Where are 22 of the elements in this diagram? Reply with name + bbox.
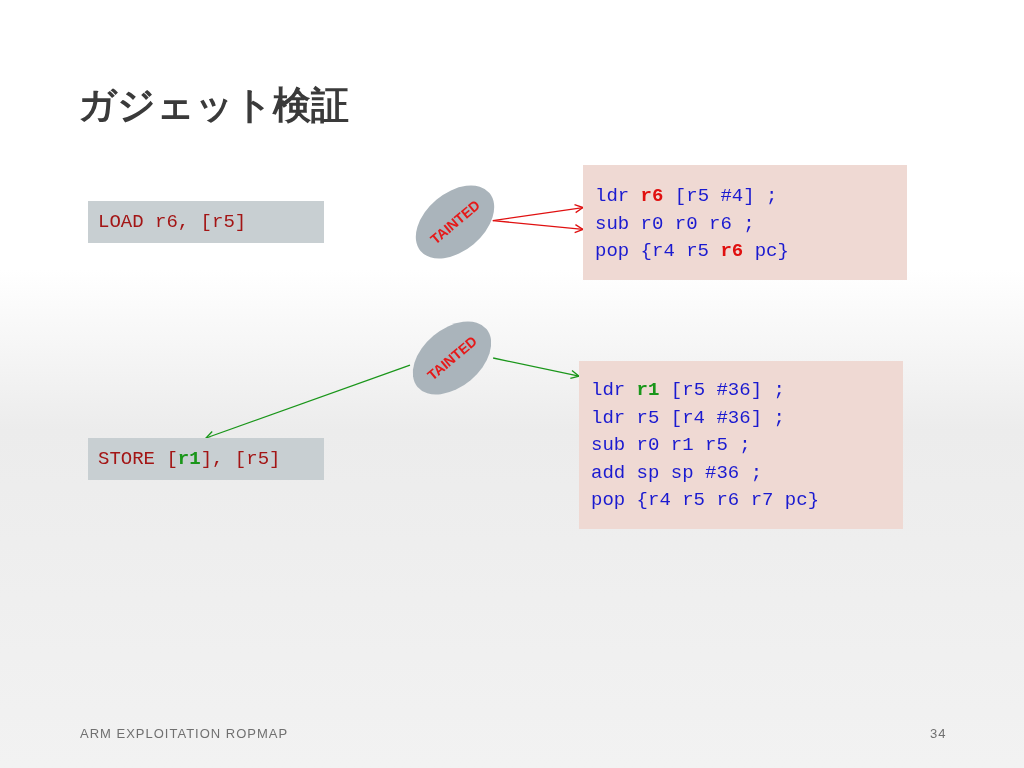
instruction-box <box>88 438 324 480</box>
instruction-text: LOAD r6, [r5] <box>98 211 247 233</box>
arrow <box>492 357 580 380</box>
code-line: sub r0 r0 r6 ; <box>595 211 755 237</box>
arrow <box>205 364 411 440</box>
footer-text: ARM EXPLOITATION ROPMAP <box>80 726 289 741</box>
tainted-ellipse <box>410 322 494 394</box>
code-line: ldr r6 [r5 #4] ; <box>595 184 778 209</box>
code-box <box>579 361 903 529</box>
code-line: ldr r5 [r4 #36] ; <box>591 405 785 431</box>
code-line: sub r0 r1 r5 ; <box>591 433 751 458</box>
tainted-ellipse <box>413 186 497 258</box>
code-line: ldr r1 [r5 #36] ; <box>591 378 785 403</box>
code-line: pop {r4 r5 r6 pc} <box>595 239 789 264</box>
code-box <box>583 165 907 280</box>
instruction-text: STORE [r1], [r5] <box>98 448 281 470</box>
page-number: 34 <box>930 726 947 741</box>
code-line: pop {r4 r5 r6 r7 pc} <box>591 488 820 513</box>
slide-title: ガジェット検証 <box>78 82 349 129</box>
code-line: add sp sp #36 ; <box>591 460 763 486</box>
instruction-box <box>88 201 324 243</box>
arrow <box>492 219 584 234</box>
